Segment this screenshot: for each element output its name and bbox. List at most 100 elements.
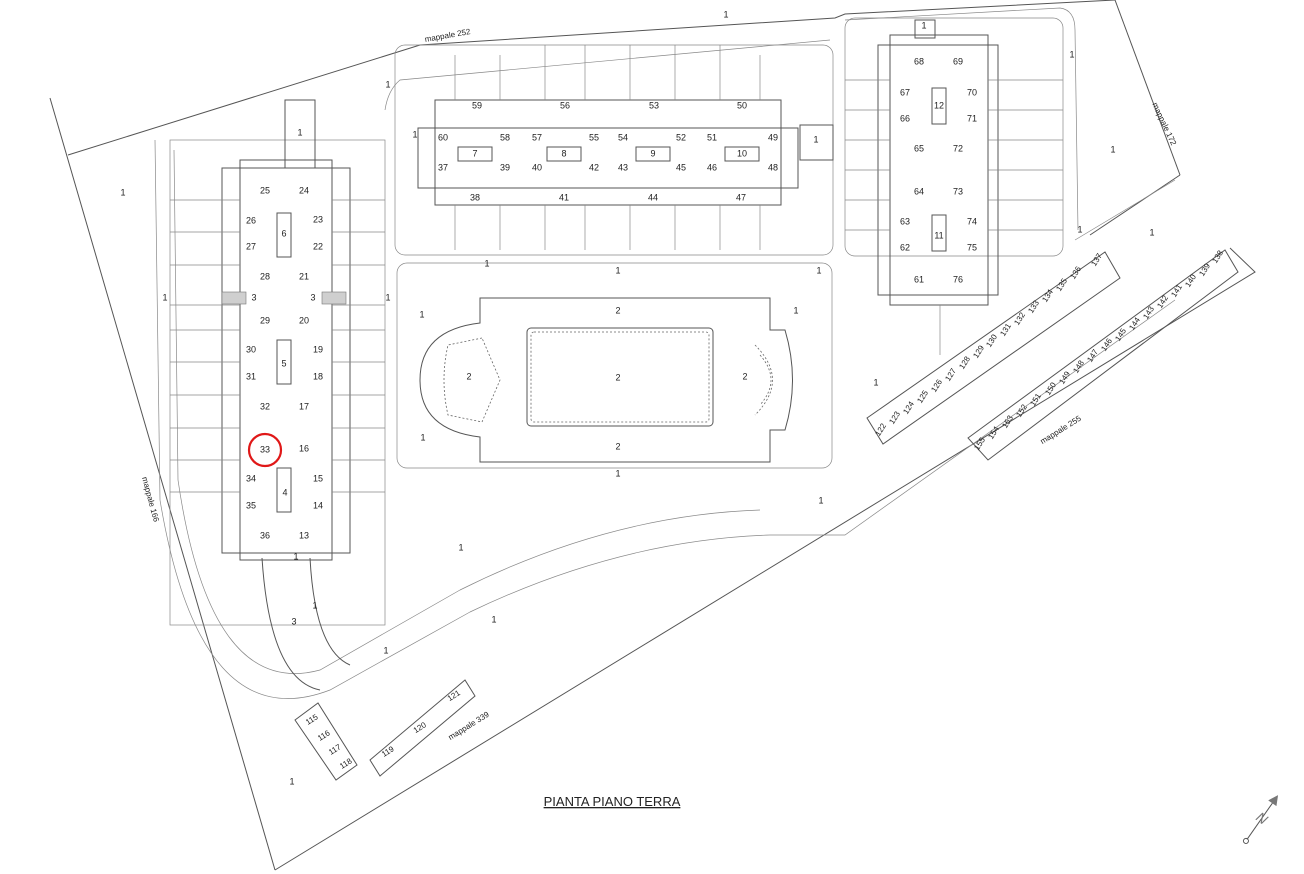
unit-label-152: 152 [1014,402,1029,419]
unit-label-3: 3 [251,292,256,302]
right-building [844,17,1064,355]
unit-label-3: 3 [310,292,315,302]
unit-label-29: 29 [260,315,270,325]
unit-label-47: 47 [736,192,746,202]
unit-label-23: 23 [313,214,323,224]
unit-label-1: 1 [289,776,294,786]
unit-label-58: 58 [500,132,510,142]
plan-title: PIANTA PIANO TERRA [544,794,681,809]
unit-label-138: 138 [1210,248,1225,265]
unit-label-15: 15 [313,473,323,483]
unit-label-56: 56 [560,100,570,110]
unit-label-13: 13 [299,530,309,540]
unit-label-1: 1 [312,600,317,610]
unit-label-32: 32 [260,401,270,411]
unit-label-144: 144 [1127,315,1142,332]
unit-label-66: 66 [900,113,910,123]
unit-label-18: 18 [313,371,323,381]
unit-label-38: 38 [470,192,480,202]
upper-center-building [394,44,834,256]
unit-label-73: 73 [953,186,963,196]
north-arrow-label: N [1253,809,1271,828]
unit-label-153: 153 [1000,413,1015,430]
left-building [169,99,386,691]
unit-label-60: 60 [438,132,448,142]
parcel-label-255: mappale 255 [1039,414,1083,446]
unit-label-155: 155 [972,435,987,452]
unit-label-51: 51 [707,132,717,142]
unit-label-1: 1 [419,309,424,319]
unit-label-2: 2 [615,305,620,315]
unit-label-119: 119 [380,744,396,759]
unit-label-127: 127 [943,366,958,383]
unit-label-36: 36 [260,530,270,540]
unit-label-16: 16 [299,443,309,453]
unit-label-1: 1 [1069,49,1074,59]
unit-label-69: 69 [953,56,963,66]
site-boundary [49,0,1256,871]
unit-label-1: 1 [615,468,620,478]
unit-label-139: 139 [1197,261,1212,278]
unit-label-134: 134 [1040,287,1055,304]
unit-label-1: 1 [1110,144,1115,154]
unit-label-19: 19 [313,344,323,354]
unit-label-140: 140 [1183,272,1198,289]
unit-label-1: 1 [615,265,620,275]
unit-label-154: 154 [986,424,1001,441]
unit-label-151: 151 [1028,391,1043,408]
unit-label-45: 45 [676,162,686,172]
highlight-marker [247,432,283,468]
parcel-label-166: mappale 166 [140,476,161,524]
unit-label-39: 39 [500,162,510,172]
unit-label-70: 70 [967,87,977,97]
unit-label-74: 74 [967,216,977,226]
unit-label-1: 1 [120,187,125,197]
unit-label-126: 126 [929,377,944,394]
unit-label-2: 2 [742,371,747,381]
unit-label-76: 76 [953,274,963,284]
unit-label-1: 1 [297,127,302,137]
unit-label-125: 125 [915,388,930,405]
unit-label-64: 64 [914,186,924,196]
unit-label-4: 4 [282,487,287,497]
unit-label-46: 46 [707,162,717,172]
unit-label-68: 68 [914,56,924,66]
unit-label-1: 1 [412,129,417,139]
road-edges [154,7,1176,699]
unit-label-14: 14 [313,500,323,510]
unit-label-149: 149 [1057,369,1072,386]
unit-label-48: 48 [768,162,778,172]
unit-label-33: 33 [260,444,270,454]
unit-label-8: 8 [561,148,566,158]
unit-label-54: 54 [618,132,628,142]
parcel-labels: mappale 252 mappale 166 mappale 172 mapp… [140,27,1178,742]
unit-label-50: 50 [737,100,747,110]
unit-label-12: 12 [934,100,944,110]
unit-label-147: 147 [1085,347,1100,364]
unit-label-22: 22 [313,241,323,251]
unit-label-131: 131 [998,321,1013,338]
unit-label-52: 52 [676,132,686,142]
unit-label-72: 72 [953,143,963,153]
unit-label-143: 143 [1141,304,1156,321]
unit-label-1: 1 [1149,227,1154,237]
unit-label-37: 37 [438,162,448,172]
unit-label-65: 65 [914,143,924,153]
unit-label-40: 40 [532,162,542,172]
unit-label-141: 141 [1169,282,1184,299]
unit-label-1: 1 [921,20,926,30]
unit-label-1: 1 [383,645,388,655]
unit-label-116: 116 [316,728,332,743]
unit-label-2: 2 [466,371,471,381]
unit-label-6: 6 [281,228,286,238]
unit-label-61: 61 [914,274,924,284]
unit-label-10: 10 [737,148,747,158]
unit-label-21: 21 [299,271,309,281]
unit-label-142: 142 [1155,293,1170,310]
unit-label-122: 122 [873,421,888,438]
unit-label-1: 1 [162,292,167,302]
unit-label-146: 146 [1099,336,1114,353]
unit-label-124: 124 [901,399,916,416]
unit-label-1: 1 [813,134,818,144]
